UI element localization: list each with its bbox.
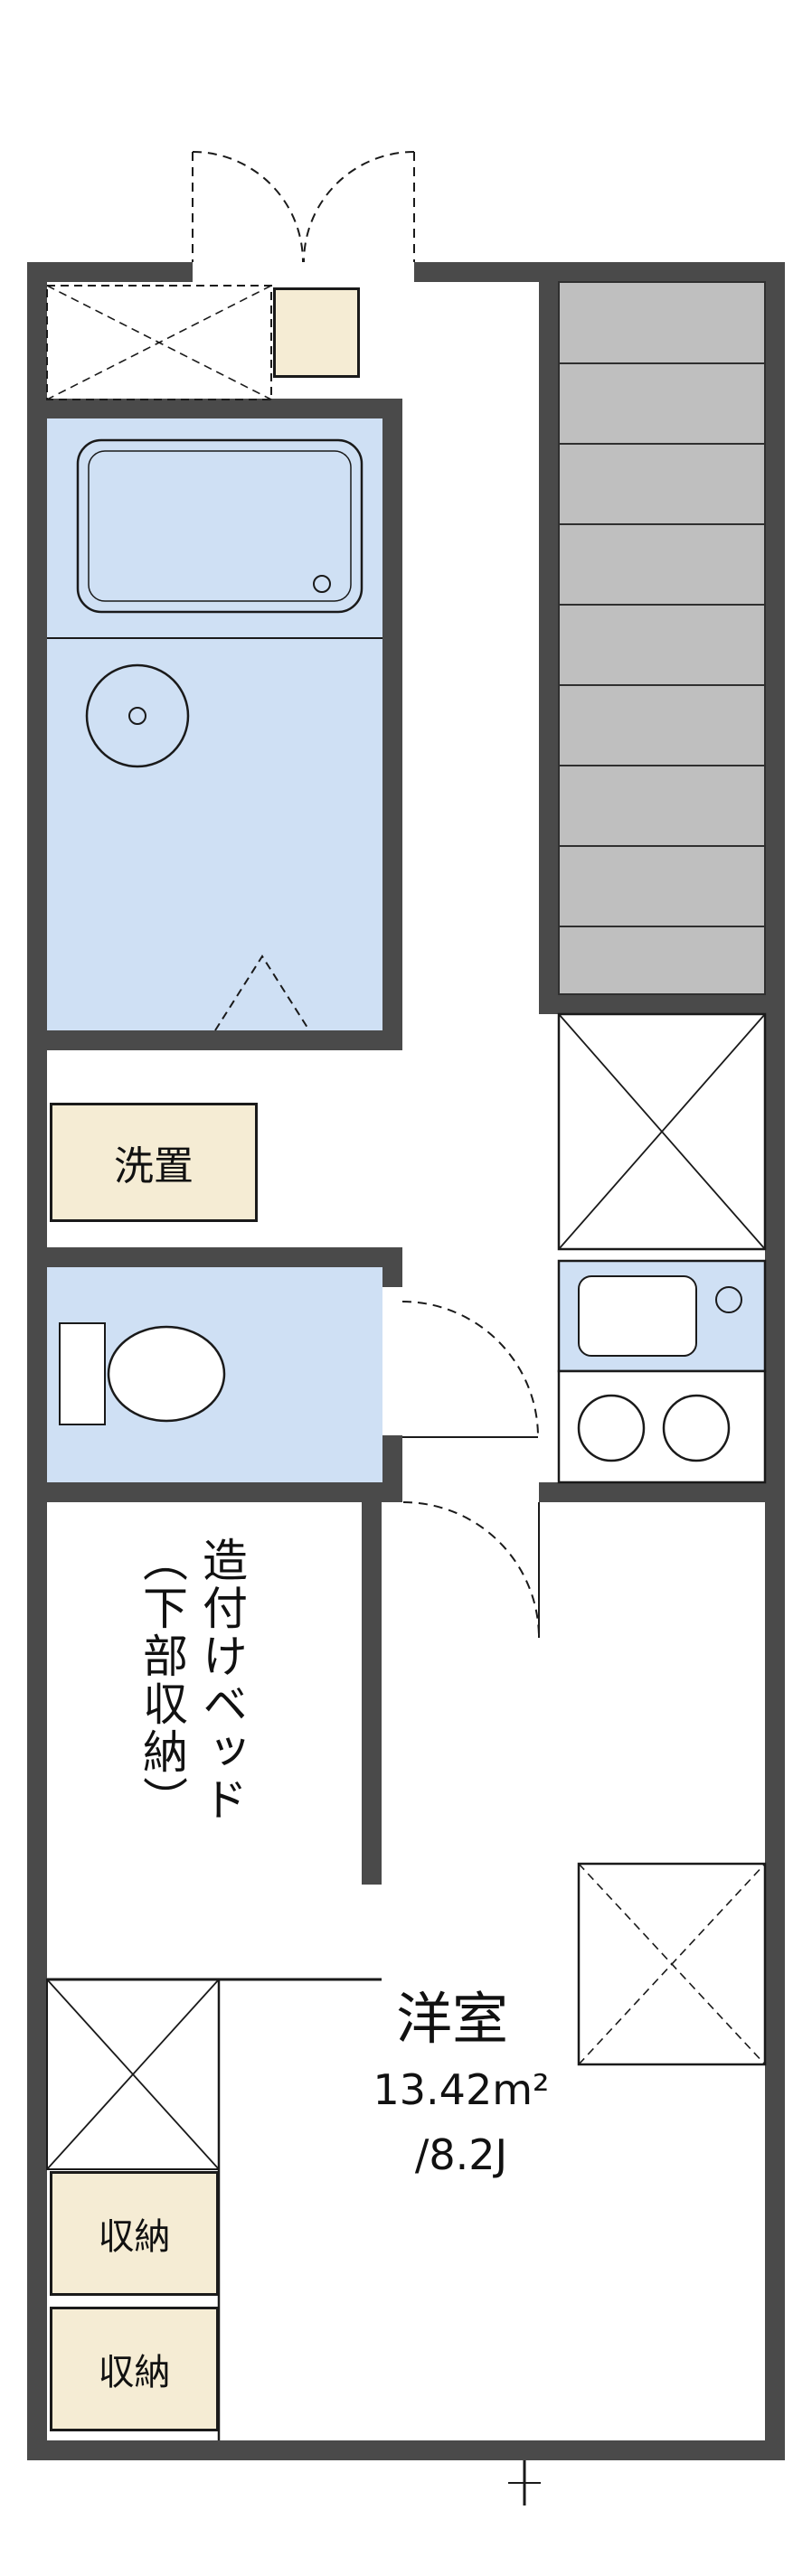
storage-closet-x xyxy=(46,1979,221,2440)
bathtub-drain xyxy=(313,575,331,593)
storage-box-lower: 収納 xyxy=(50,2307,219,2431)
vestibule-overhead-closet xyxy=(46,285,272,400)
stove-burner-right xyxy=(662,1394,731,1462)
entry-door-left-swing xyxy=(192,151,304,263)
washer-space-box: 洗置 xyxy=(50,1103,258,1222)
closet-x-box xyxy=(557,1012,767,1251)
bathroom-bottom-wall xyxy=(27,1030,402,1050)
faucet xyxy=(715,1286,742,1313)
bathroom-folding-door xyxy=(214,954,310,1031)
bottom-wall xyxy=(27,2440,785,2460)
toilet-room xyxy=(47,1267,382,1482)
bottom-wall-tick xyxy=(508,2460,541,2505)
bed-room-right-wall xyxy=(362,1502,382,1885)
main-room-area-m2: 13.42m² xyxy=(373,2065,550,2114)
bathtub-rim xyxy=(88,450,352,602)
right-outer-wall xyxy=(765,262,785,2460)
toilet-tank xyxy=(59,1322,106,1425)
wash-basin-drain xyxy=(128,707,146,725)
toilet-top-wall xyxy=(27,1247,402,1267)
stair-treads xyxy=(559,362,765,927)
bed-label-line1: 造付けベッド xyxy=(195,1537,248,1824)
bathroom-top-wall xyxy=(27,399,402,418)
staircase xyxy=(558,281,766,995)
main-room-area-jo: /8.2J xyxy=(414,2130,508,2179)
bed-label-line2: （下部収納） xyxy=(136,1537,188,1824)
toilet-bowl xyxy=(107,1325,226,1423)
bathroom-floor xyxy=(47,418,382,1030)
closet-outline xyxy=(557,1012,767,1251)
walls xyxy=(27,262,785,2460)
washer-space-label: 洗置 xyxy=(114,1143,194,1189)
bathroom-right-wall xyxy=(382,399,402,1050)
toilet-bottom-wall xyxy=(27,1482,402,1502)
stairs-bottom-wall xyxy=(539,994,785,1014)
stove-unit xyxy=(557,1369,767,1484)
bathtub xyxy=(76,438,364,614)
main-overhead-outline xyxy=(577,1862,767,2066)
sink-bowl xyxy=(578,1275,697,1357)
stove-burner-left xyxy=(577,1394,646,1462)
toilet-right-wall-upper xyxy=(382,1247,402,1287)
main-room-name: 洋室 xyxy=(395,1986,508,2052)
toilet-door-swing xyxy=(401,1301,539,1438)
bathroom xyxy=(47,418,382,1031)
top-wall-right xyxy=(414,262,785,282)
wash-basin xyxy=(85,663,190,768)
kitchen-bottom-wall xyxy=(539,1482,785,1502)
stair-flight xyxy=(558,281,766,995)
stairs-left-wall xyxy=(539,262,559,1014)
left-outer-wall xyxy=(27,262,47,2460)
door-swings xyxy=(192,151,540,1639)
top-wall-left xyxy=(27,262,193,282)
shoe-cabinet xyxy=(273,287,360,378)
kitchen xyxy=(557,1259,767,1484)
main-room-overhead-closet xyxy=(577,1862,767,2066)
overhead-closet-outline xyxy=(46,285,272,400)
built-in-bed-label: 造付けベッド （下部収納） xyxy=(107,1537,251,1934)
main-room-door-swing xyxy=(402,1501,540,1639)
storage-box-upper: 収納 xyxy=(50,2171,219,2296)
entry-door-right-swing xyxy=(303,151,415,263)
